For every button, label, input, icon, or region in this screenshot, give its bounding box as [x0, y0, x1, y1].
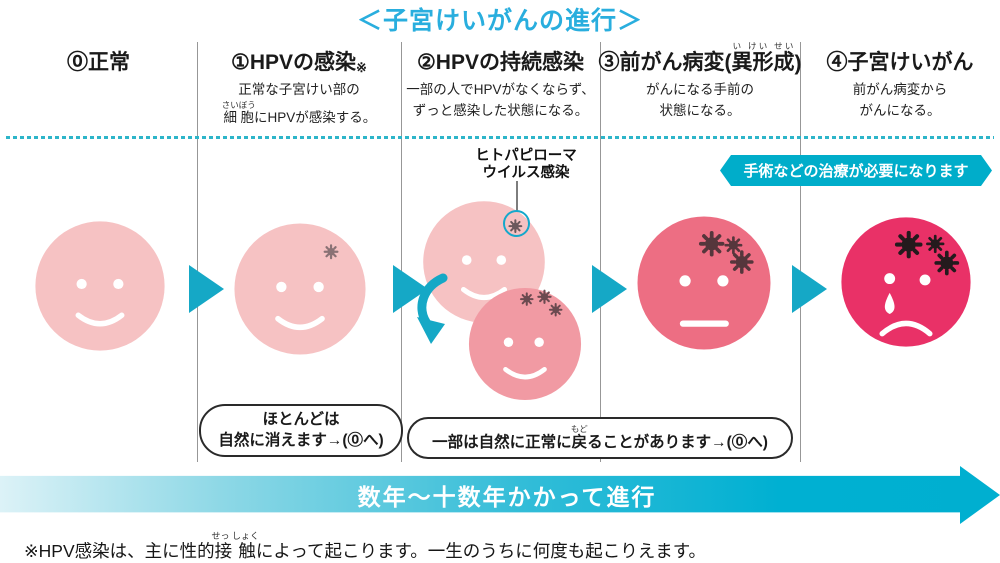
face-stage4-cancer-icon: [841, 217, 971, 347]
callout-line: ほとんどは: [262, 410, 340, 428]
face-stage2-lower-icon: [468, 287, 582, 401]
virus-icon: [897, 233, 920, 256]
callout-line: 自然に消えます→(⓪へ): [218, 431, 384, 449]
stage-description-4: 前がん病変から がんになる。: [800, 79, 1000, 121]
page-title: ＜子宮けいがんの進行＞: [356, 7, 643, 35]
virus-icon: [519, 292, 534, 306]
virus-icon: [729, 250, 754, 274]
stage-description-line: がんになる手前の: [646, 82, 754, 97]
stage-header-0-normal: ⓪正常: [67, 51, 130, 74]
stage-description-line: 前がん病変から: [852, 82, 948, 97]
column-divider: [599, 42, 601, 462]
column-divider: [196, 42, 198, 462]
virus-highlight-circle-icon: [503, 210, 530, 237]
virus-label-line1: ヒトパピローマ: [475, 148, 577, 164]
progress-arrow-icon: [189, 265, 224, 313]
face-stage0-normal-icon: [35, 221, 165, 351]
stage-description-3: がんになる手前の 状態になる。: [600, 79, 800, 121]
virus-icon: [724, 236, 743, 255]
timeline-arrow: 数年〜十数年かかって進行: [0, 466, 1000, 524]
virus-icon: [548, 303, 563, 317]
timeline-arrow-label: 数年〜十数年かかって進行: [357, 484, 657, 510]
stage-header-4-cancer: ④子宮けいがん: [826, 51, 974, 74]
virus-label-line2: ウイルス感染: [482, 164, 570, 181]
callout-mostly-disappears: ほとんどは 自然に消えます→(⓪へ): [199, 404, 403, 457]
treatment-required-badge: 手術などの治療が必要になります: [720, 155, 992, 186]
progress-arrow-icon: [792, 265, 827, 313]
virus-icon: [698, 231, 725, 257]
curved-down-arrow-icon: [417, 273, 448, 344]
face-stage1-infected-icon: [234, 223, 366, 355]
virus-icon: [323, 244, 339, 260]
callout-line: 一部は自然に正常に戻もどることがあります→(⓪へ): [432, 424, 768, 451]
tear-drop-icon: [884, 292, 895, 314]
stage-description-line: 状態になる。: [659, 103, 741, 118]
stage-description-line: ずっと感染した状態になる。: [412, 103, 589, 118]
stage-description-line: 一部の人でHPVがなくならず、: [406, 82, 595, 97]
stage-description-line: がんになる。: [859, 103, 941, 118]
column-divider: [799, 42, 801, 462]
virus-icon: [934, 250, 960, 276]
virus-icon: [537, 289, 552, 304]
stage-header-3-precancer: ③前がん病変(異形成い けい せい): [598, 41, 802, 75]
stage-header-2-persistent: ②HPVの持続感染: [416, 51, 584, 74]
virus-label: ヒトパピローマ ウイルス感染: [443, 148, 609, 181]
stage-description-line: 正常な子宮けい部の: [238, 82, 360, 97]
stage-header-1-hpv-infection: ①HPVの感染※: [231, 51, 367, 75]
dotted-progress-line: [6, 136, 994, 139]
virus-icon: [926, 234, 945, 254]
footnote: ※HPV感染は、主に性的接触せっ しょくによって起こります。一生のうちに何度も起…: [24, 531, 707, 561]
callout-some-return: 一部は自然に正常に戻もどることがあります→(⓪へ): [407, 417, 793, 459]
column-divider: [400, 42, 402, 462]
face-stage3-precancer-icon: [637, 216, 771, 350]
stage-description-line: 細胞さいぼうにHPVが感染する。: [221, 100, 377, 125]
stage-description-2: 一部の人でHPVがなくならず、 ずっと感染した状態になる。: [401, 79, 600, 121]
stage-description-1: 正常な子宮けい部の 細胞さいぼうにHPVが感染する。: [197, 79, 401, 128]
progress-arrow-icon: [592, 265, 627, 313]
label-pointer-line: [516, 181, 518, 212]
